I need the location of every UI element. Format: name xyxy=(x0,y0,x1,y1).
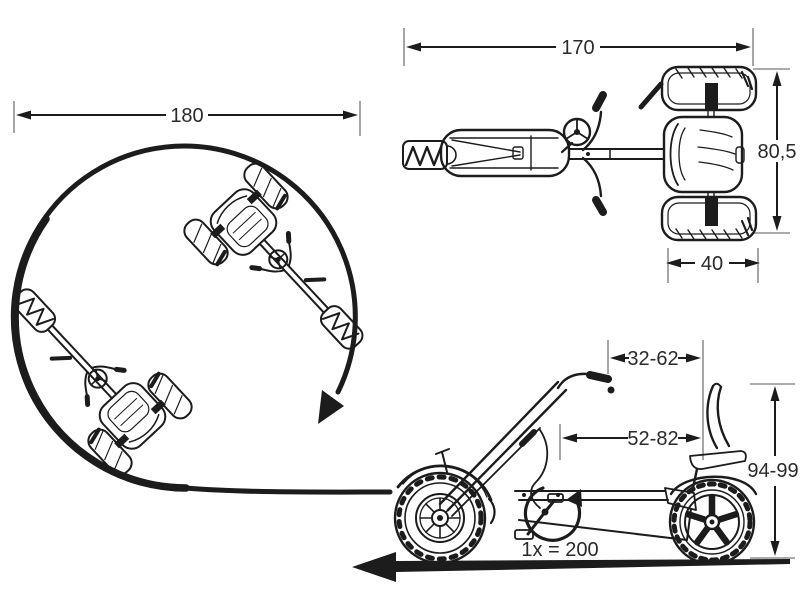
dim-arrow-left xyxy=(610,353,625,363)
gokart-side-view-drawing xyxy=(393,371,758,566)
pedal-seat-range-label: 52-82 xyxy=(627,428,678,450)
dim-arrow-left xyxy=(562,433,577,443)
pedal-rotation-arrow xyxy=(523,486,582,542)
dim-arrow-left xyxy=(666,258,681,268)
steering-wheel xyxy=(560,117,592,154)
dim-arrow-up xyxy=(770,386,780,401)
rear-axle xyxy=(705,83,718,226)
width-label: 80,5 xyxy=(758,141,797,163)
main-beam xyxy=(568,148,665,160)
dim-arrow-right xyxy=(736,42,751,52)
pedal-rotation-arrowhead xyxy=(566,489,582,507)
seat-side-view xyxy=(689,382,747,490)
dim-arrow-left xyxy=(406,42,421,52)
dim-arrow-left xyxy=(16,110,31,120)
side-view: 32-62 52-82 94-99 xyxy=(352,340,799,582)
dim-arrow-right xyxy=(686,353,701,363)
handlebar-top-view xyxy=(581,91,607,216)
dimension-height-range: 94-99 xyxy=(747,383,799,559)
height-range-label: 94-99 xyxy=(747,460,798,482)
dim-arrow-down xyxy=(772,216,782,231)
frame-top-view xyxy=(439,128,571,178)
brake-lever xyxy=(638,81,664,110)
front-wheel-top-view xyxy=(402,140,457,170)
rear-fender xyxy=(669,475,758,496)
handlebar-seat-range-label: 32-62 xyxy=(627,348,678,370)
fork-and-handlebar xyxy=(438,371,615,517)
dimension-length: 170 xyxy=(403,28,754,66)
turning-circle-arrow-thick-stroke xyxy=(11,215,190,492)
dim-arrow-right xyxy=(686,433,701,443)
dim-arrow-up xyxy=(772,71,782,86)
front-fender xyxy=(396,448,496,525)
gokart-top-view-drawing xyxy=(402,65,758,242)
dim-arrow-right xyxy=(745,258,760,268)
mini-gokart-top-right xyxy=(180,160,395,380)
dimension-width: 80,5 xyxy=(753,68,797,234)
rear-wheel-side-view xyxy=(668,478,756,566)
pedal-ratio-label: 1x = 200 xyxy=(521,539,598,561)
dimension-pedal-seat-range: 52-82 xyxy=(559,424,701,460)
mini-gokart-bottom-left xyxy=(0,258,196,478)
ground-direction-arrow xyxy=(352,552,790,582)
turning-circle-arrowhead xyxy=(318,390,344,424)
dimension-turning-diameter: 180 xyxy=(13,101,361,136)
rear-wheel-bottom xyxy=(660,195,758,242)
dimension-handlebar-seat-range: 32-62 xyxy=(607,340,704,460)
flag-pole xyxy=(435,448,450,473)
dim-arrow-down xyxy=(770,541,780,556)
turning-diameter-label: 180 xyxy=(170,105,203,127)
rear-wheel-width-label: 40 xyxy=(701,253,723,275)
length-label: 170 xyxy=(561,37,594,59)
dim-arrow-right xyxy=(343,110,358,120)
seat-top-view xyxy=(662,115,745,194)
turning-circle-view: 180 xyxy=(0,101,395,495)
top-view: 170 80,5 40 xyxy=(402,28,797,283)
dimension-rear-wheel-width: 40 xyxy=(666,248,760,283)
